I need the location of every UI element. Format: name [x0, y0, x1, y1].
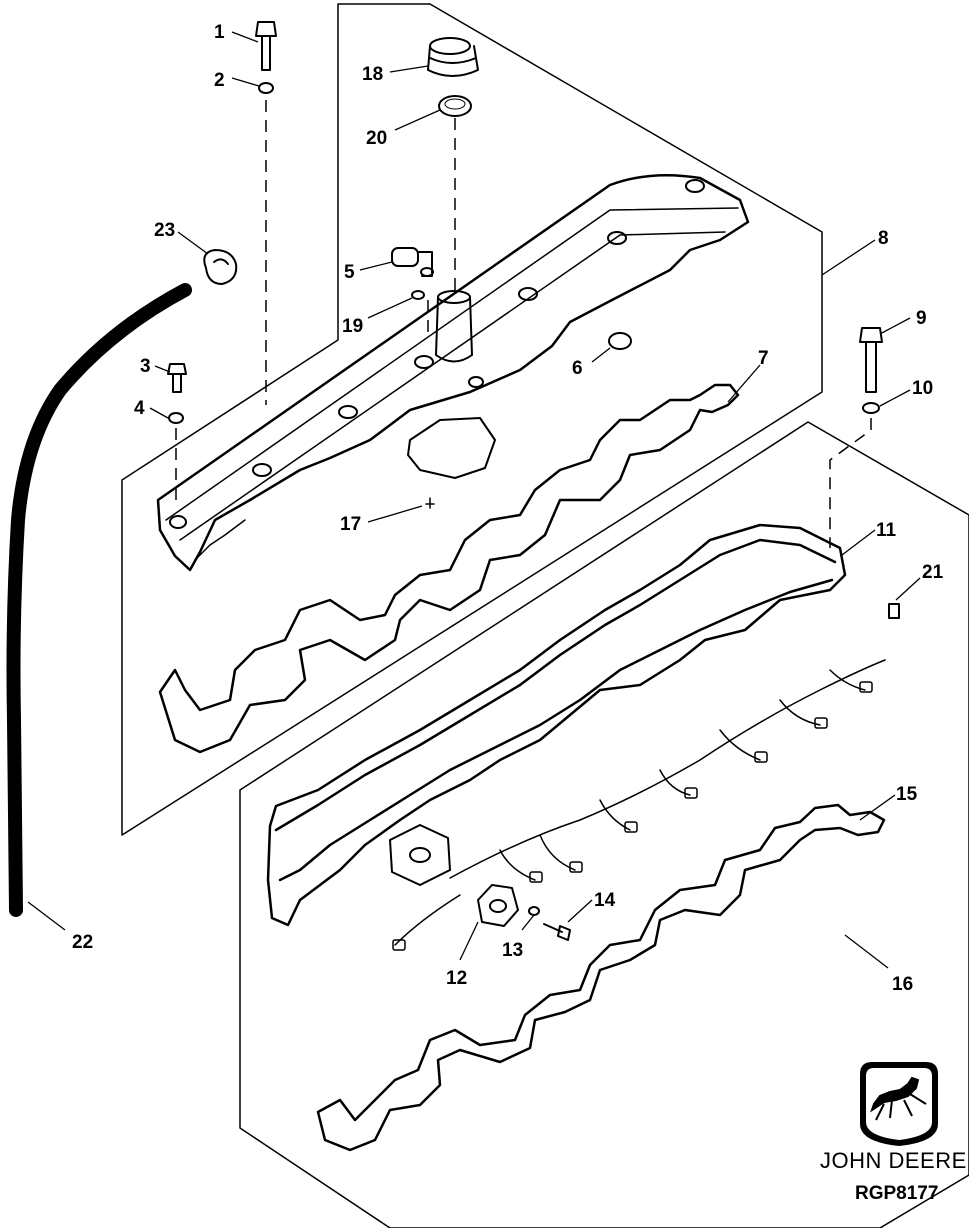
leader-23 [177, 231, 209, 255]
deer-logo-icon [860, 1062, 938, 1146]
callout-1: 1 [214, 22, 225, 43]
callout-21: 21 [922, 562, 944, 583]
leader-19 [367, 297, 413, 319]
callout-22: 22 [72, 932, 93, 953]
callout-3: 3 [140, 356, 151, 377]
callout-9: 9 [916, 308, 927, 329]
callout-7: 7 [758, 348, 769, 369]
callout-14: 14 [594, 890, 616, 911]
leader-10 [879, 389, 911, 407]
brand-name: JOHN DEERE [820, 1148, 967, 1173]
callout-20: 20 [366, 128, 387, 149]
leader-21 [895, 577, 921, 601]
hose-clamp [203, 249, 238, 285]
leader-6 [591, 347, 611, 363]
cap-screw-9 [859, 327, 883, 393]
leader-12 [459, 921, 479, 961]
callout-19: 19 [342, 316, 363, 337]
cover-gasket [158, 383, 740, 754]
harness-connector [477, 884, 519, 927]
callout-12: 12 [446, 968, 467, 989]
washer-13 [528, 906, 540, 916]
cover-plate [407, 417, 496, 479]
leader-11 [841, 529, 876, 556]
cap-seal [438, 95, 472, 117]
screw-14 [543, 923, 571, 941]
callout-8: 8 [878, 228, 889, 249]
oil-filler-cap [427, 37, 479, 77]
callout-11: 11 [876, 520, 897, 541]
callout-15: 15 [896, 784, 918, 805]
screw-21 [888, 603, 900, 619]
callout-17: 17 [340, 514, 361, 535]
leader-17 [367, 505, 423, 523]
callout-18: 18 [362, 64, 383, 85]
leader-3 [154, 365, 171, 373]
washer-10 [862, 402, 880, 414]
leader-2 [231, 77, 260, 87]
leader-5 [359, 261, 393, 271]
alignment-line-bolt-9 [829, 418, 872, 548]
callout-6: 6 [572, 358, 583, 379]
leader-22 [27, 901, 66, 931]
leader-1 [231, 31, 259, 43]
plate-screw [425, 497, 435, 509]
callout-16: 16 [892, 974, 913, 995]
cap-screw-1 [255, 21, 277, 71]
figure-id: RGP8177 [855, 1183, 939, 1204]
leader-9 [879, 317, 911, 335]
washer-4 [168, 412, 184, 424]
leader-15 [859, 794, 896, 821]
washer-2 [258, 82, 274, 94]
callout-23: 23 [154, 220, 175, 241]
injector-wiring-harness [392, 659, 886, 951]
rocker-arm-carrier [266, 523, 847, 927]
o-ring-6 [608, 332, 632, 350]
valve-cover [156, 174, 750, 572]
leader-18 [389, 65, 429, 73]
carrier-gasket [316, 803, 886, 1152]
callout-5: 5 [344, 262, 355, 283]
lower-panel-outline [239, 421, 969, 1228]
breather-elbow [391, 247, 434, 277]
callout-10: 10 [912, 378, 933, 399]
breather-hose [6, 283, 192, 917]
oil-filler-neck [435, 290, 473, 363]
cover-bolt-holes [169, 179, 705, 529]
callout-4: 4 [134, 398, 145, 419]
leader-13 [521, 914, 535, 931]
leader-16 [844, 934, 889, 969]
callout-2: 2 [214, 70, 225, 91]
o-ring-19 [411, 290, 425, 300]
leader-7 [727, 364, 761, 403]
leader-20 [394, 109, 441, 131]
leader-8 [821, 239, 876, 276]
leader-14 [567, 899, 593, 923]
upper-panel-outline [121, 3, 823, 836]
cap-screw-3 [167, 363, 187, 393]
leader-4 [149, 407, 169, 419]
carrier-connector-block [389, 824, 451, 886]
callout-13: 13 [502, 940, 523, 961]
